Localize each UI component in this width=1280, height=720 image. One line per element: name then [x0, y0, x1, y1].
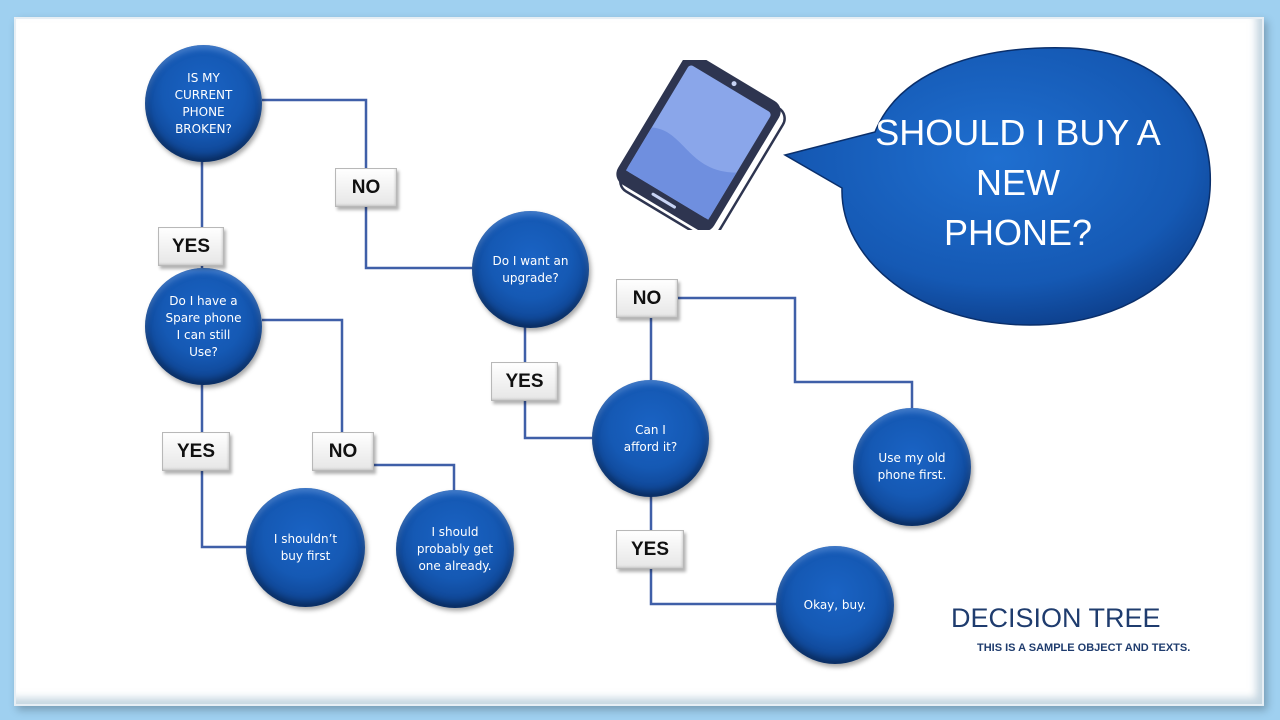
node-phone-broken: IS MY CURRENT PHONE BROKEN?: [145, 45, 262, 162]
node-want-upgrade-text: Do I want an upgrade?: [492, 253, 568, 287]
connector-no2-shouldget: [373, 465, 454, 491]
node-phone-broken-text: IS MY CURRENT PHONE BROKEN?: [175, 70, 233, 138]
label-yes-dont-buy: YES: [162, 432, 230, 471]
node-should-get-text: I should probably get one already.: [417, 524, 493, 575]
node-dont-buy: I shouldn’t buy first: [246, 488, 365, 607]
footer-subtitle: THIS IS A SAMPLE OBJECT AND TEXTS.: [977, 642, 1190, 654]
main-question: SHOULD I BUY A NEW PHONE?: [858, 108, 1178, 258]
node-okay-buy-text: Okay, buy.: [804, 597, 867, 614]
footer-title: DECISION TREE: [951, 603, 1161, 634]
connector-spare-no: [262, 320, 342, 433]
label-no-upgrade-branch: NO: [335, 168, 397, 207]
label-yes-afford: YES: [491, 362, 558, 401]
node-spare-phone-text: Do I have a Spare phone I can still Use?: [165, 293, 241, 361]
node-use-old: Use my old phone first.: [853, 408, 971, 526]
node-want-upgrade: Do I want an upgrade?: [472, 211, 589, 328]
main-question-text: SHOULD I BUY A NEW PHONE?: [875, 112, 1160, 253]
label-no-use-old: NO: [616, 279, 678, 318]
node-afford-it-text: Can I afford it?: [624, 422, 678, 456]
label-no-should-get: NO: [312, 432, 374, 471]
node-okay-buy: Okay, buy.: [776, 546, 894, 664]
node-should-get: I should probably get one already.: [396, 490, 514, 608]
label-yes-okay-buy: YES: [616, 530, 684, 569]
node-dont-buy-text: I shouldn’t buy first: [274, 531, 337, 565]
label-yes-spare-branch: YES: [158, 227, 224, 266]
node-spare-phone: Do I have a Spare phone I can still Use?: [145, 268, 262, 385]
node-use-old-text: Use my old phone first.: [878, 450, 947, 484]
node-afford-it: Can I afford it?: [592, 380, 709, 497]
